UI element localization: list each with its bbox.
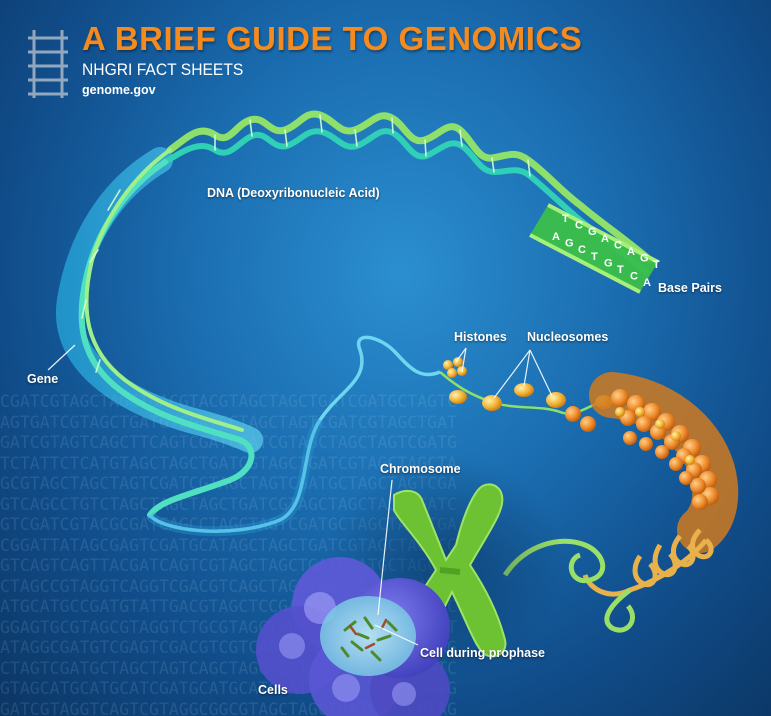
- chromatin-fiber: [589, 372, 739, 553]
- base-pairs-ladder: [529, 203, 659, 294]
- base-letter: G: [588, 226, 597, 238]
- base-letter: C: [614, 239, 622, 251]
- label-gene: Gene: [27, 372, 59, 386]
- chromatin-thread: [148, 335, 441, 533]
- base-letter: C: [578, 244, 586, 256]
- base-letter: A: [601, 233, 609, 245]
- infographic-subtitle: NHGRI FACT SHEETS: [82, 60, 244, 79]
- base-letter: A: [643, 277, 651, 289]
- label-cells: Cells: [258, 683, 288, 697]
- base-letter: C: [630, 271, 638, 283]
- base-letter: T: [653, 259, 660, 271]
- base-letter: G: [565, 238, 574, 250]
- infographic-title: A BRIEF GUIDE TO GENOMICS: [82, 20, 583, 57]
- base-letter: T: [617, 264, 624, 276]
- label-leader-lines: [47, 344, 553, 646]
- base-letter: C: [575, 220, 583, 232]
- label-dna: DNA (Deoxyribonucleic Acid): [207, 186, 380, 200]
- label-nucleosomes: Nucleosomes: [527, 330, 609, 344]
- label-histones: Histones: [454, 330, 507, 344]
- label-chromosome: Chromosome: [380, 462, 461, 476]
- label-cell-during-prophase: Cell during prophase: [420, 646, 546, 660]
- supercoil: [582, 528, 714, 597]
- base-letter: T: [562, 213, 569, 225]
- base-letter: G: [640, 253, 649, 265]
- dna-double-helix: [78, 110, 654, 518]
- gene-ribbon: [55, 147, 263, 453]
- base-letter: A: [627, 246, 635, 258]
- website-link[interactable]: genome.gov: [82, 83, 156, 97]
- label-base-pairs: Base Pairs: [658, 281, 722, 295]
- cells-cluster: [256, 557, 450, 716]
- base-letter: T: [591, 251, 598, 263]
- base-letter: A: [552, 231, 560, 243]
- base-letter: G: [604, 257, 613, 269]
- dna-ladder-icon: [28, 30, 68, 98]
